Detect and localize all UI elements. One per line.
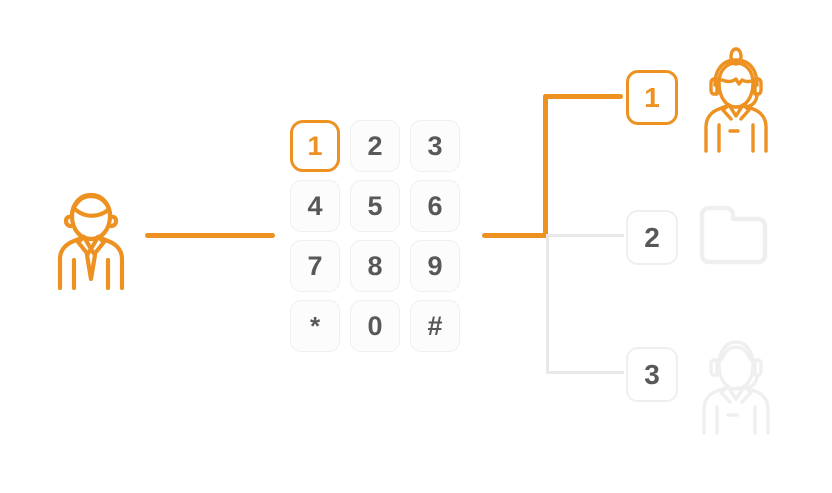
keypad-key-5[interactable]: 5 <box>350 180 400 232</box>
folder-icon <box>698 203 772 270</box>
connector-keypad-to-junction <box>482 233 548 238</box>
keypad-key-1[interactable]: 1 <box>290 120 340 172</box>
connector-junction-up-orange <box>543 94 548 238</box>
route-badge-3[interactable]: 3 <box>626 347 678 402</box>
keypad-key-9[interactable]: 9 <box>410 240 460 292</box>
keypad-key-6[interactable]: 6 <box>410 180 460 232</box>
dtmf-keypad[interactable]: 1 2 3 4 5 6 7 8 9 * 0 # <box>290 120 460 352</box>
keypad-key-4[interactable]: 4 <box>290 180 340 232</box>
connector-caller-to-keypad <box>145 233 275 238</box>
connector-to-badge-1 <box>543 94 623 99</box>
keypad-key-7[interactable]: 7 <box>290 240 340 292</box>
agent-female-headset-icon <box>700 45 772 158</box>
keypad-key-2[interactable]: 2 <box>350 120 400 172</box>
route-badge-2[interactable]: 2 <box>626 210 678 265</box>
connector-junction-down-gray <box>546 234 549 374</box>
keypad-key-8[interactable]: 8 <box>350 240 400 292</box>
keypad-key-0[interactable]: 0 <box>350 300 400 352</box>
route-badge-1[interactable]: 1 <box>626 70 678 125</box>
connector-to-badge-2 <box>546 234 624 237</box>
agent-male-headset-icon <box>698 325 774 440</box>
person-caller-icon <box>50 182 132 295</box>
keypad-key-star[interactable]: * <box>290 300 340 352</box>
connector-to-badge-3 <box>546 371 624 374</box>
keypad-key-3[interactable]: 3 <box>410 120 460 172</box>
keypad-key-hash[interactable]: # <box>410 300 460 352</box>
